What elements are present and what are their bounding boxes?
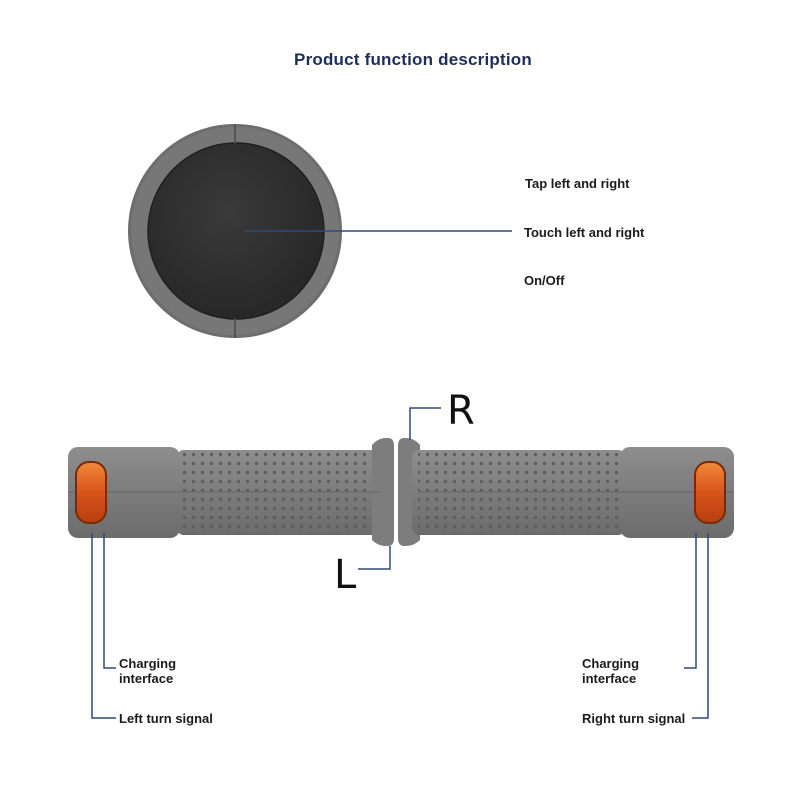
right-charging-label: Charging interface [582,656,640,686]
right-signal-label: Right turn signal [582,711,686,726]
left-charging-label: Charging interface [119,656,177,686]
right-signal-leader-line [692,533,709,719]
control-button [128,124,342,338]
right-grip [398,438,734,546]
left-signal-label: Left turn signal [119,711,213,726]
right-turn-signal-light [694,461,726,524]
left-signal-leader-line [91,533,116,719]
power-label: On/Off [524,273,565,288]
left-turn-signal-light [75,461,107,524]
left-grip [68,438,394,546]
page-title: Product function description [294,50,532,69]
left-letter: L [334,552,357,598]
r-leader-line [409,407,441,440]
touch-label: Touch left and right [524,225,645,240]
right-charging-leader-line [684,533,697,669]
tap-label: Tap left and right [525,176,630,191]
right-letter: R [447,388,475,434]
left-charging-leader-line [103,533,116,669]
l-leader-line [358,546,391,570]
